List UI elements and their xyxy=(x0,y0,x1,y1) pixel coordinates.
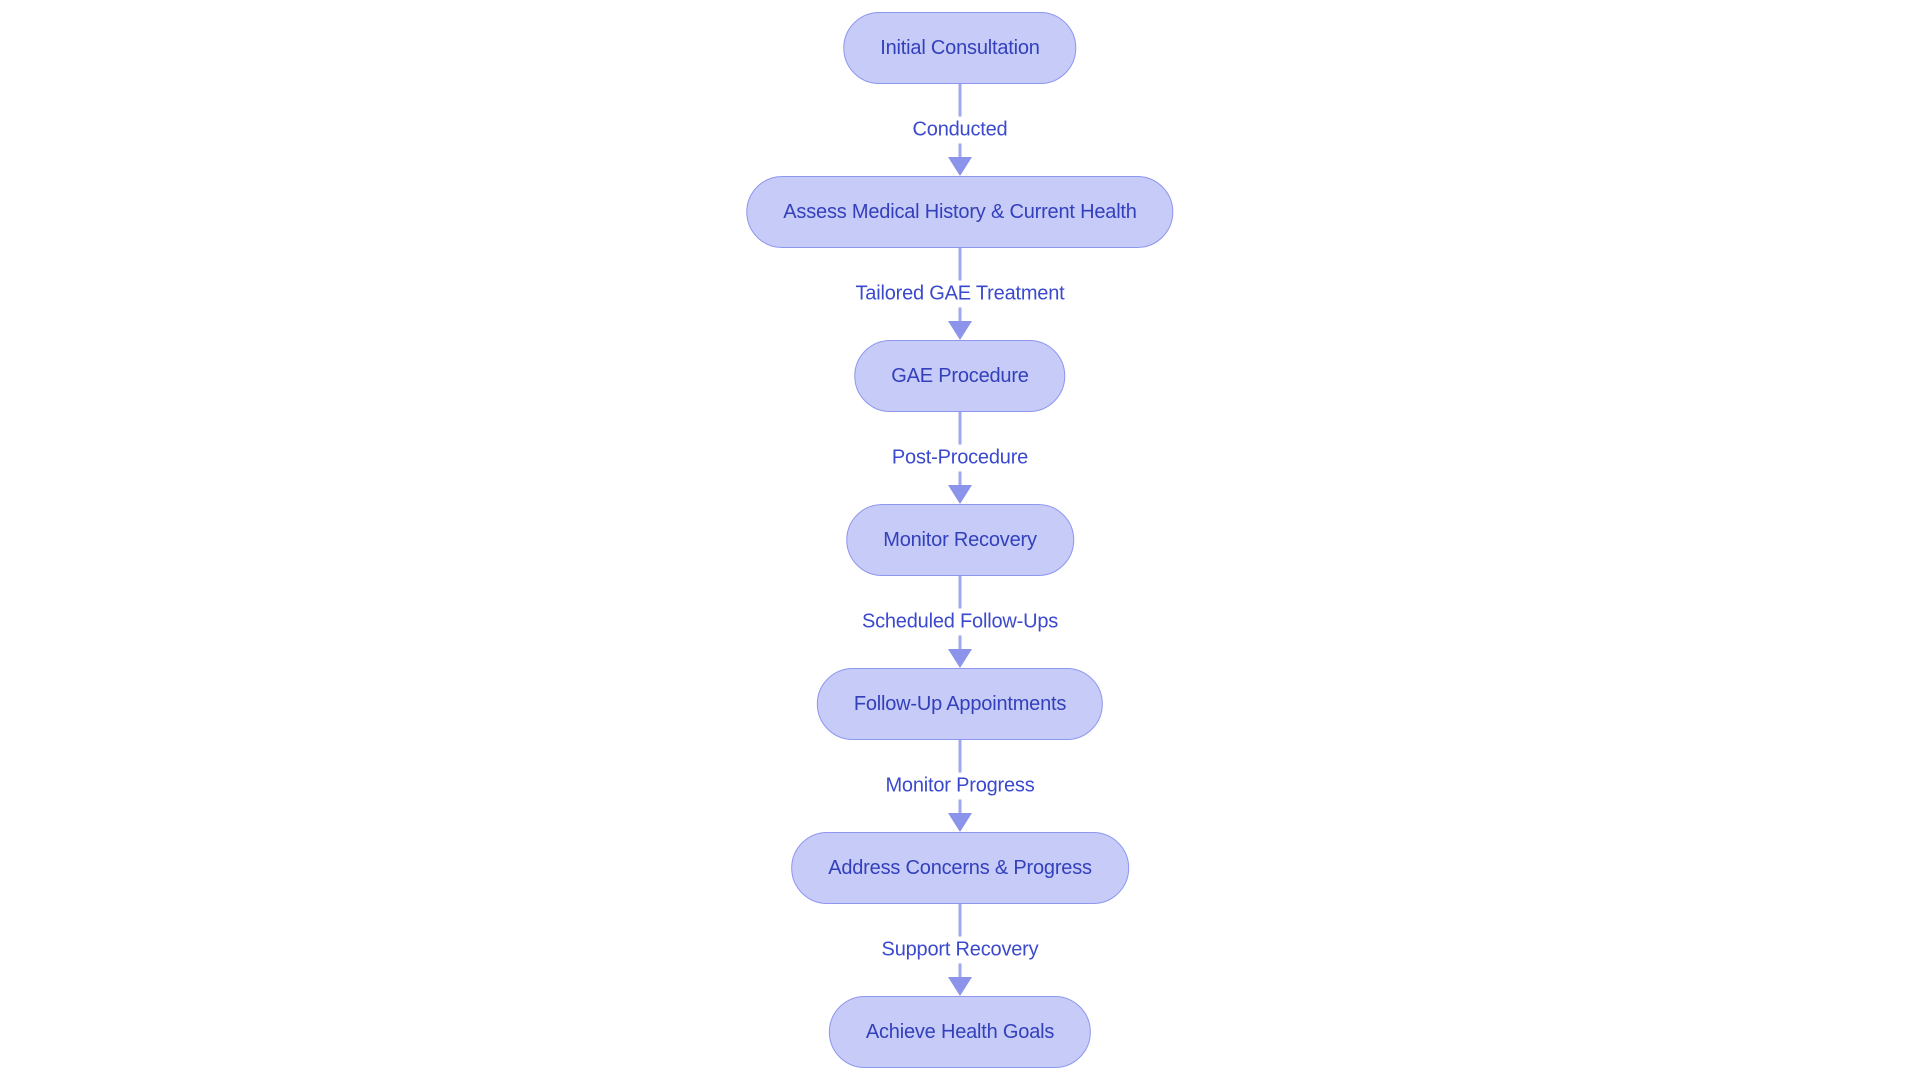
edge-label: Scheduled Follow-Ups xyxy=(852,608,1068,636)
node-label: Achieve Health Goals xyxy=(865,1020,1055,1043)
edge-conducted: Conducted xyxy=(800,84,1120,176)
edge-monitor-progress: Monitor Progress xyxy=(800,740,1120,832)
arrow-down-icon xyxy=(948,977,972,996)
arrow-down-icon xyxy=(948,813,972,832)
node-label: Monitor Recovery xyxy=(883,528,1037,551)
edge-label: Post-Procedure xyxy=(882,444,1038,472)
edge-label: Monitor Progress xyxy=(876,772,1044,800)
node-assess-medical-history: Assess Medical History & Current Health xyxy=(746,176,1174,248)
node-label: GAE Procedure xyxy=(891,364,1029,387)
arrow-down-icon xyxy=(948,485,972,504)
node-achieve-health-goals: Achieve Health Goals xyxy=(828,996,1092,1068)
node-label: Assess Medical History & Current Health xyxy=(783,200,1137,223)
edge-tailored-gae-treatment: Tailored GAE Treatment xyxy=(800,248,1120,340)
arrow-down-icon xyxy=(948,321,972,340)
arrow-down-icon xyxy=(948,157,972,176)
node-address-concerns-progress: Address Concerns & Progress xyxy=(791,832,1129,904)
edge-label: Conducted xyxy=(903,116,1017,144)
node-initial-consultation: Initial Consultation xyxy=(843,12,1077,84)
edge-post-procedure: Post-Procedure xyxy=(800,412,1120,504)
edge-support-recovery: Support Recovery xyxy=(800,904,1120,996)
edge-scheduled-follow-ups: Scheduled Follow-Ups xyxy=(800,576,1120,668)
node-label: Address Concerns & Progress xyxy=(828,856,1092,879)
arrow-down-icon xyxy=(948,649,972,668)
edge-label: Support Recovery xyxy=(872,936,1048,964)
edge-label: Tailored GAE Treatment xyxy=(846,280,1074,308)
node-monitor-recovery: Monitor Recovery xyxy=(846,504,1074,576)
node-follow-up-appointments: Follow-Up Appointments xyxy=(816,668,1104,740)
node-label: Follow-Up Appointments xyxy=(853,692,1067,715)
node-label: Initial Consultation xyxy=(880,36,1040,59)
node-gae-procedure: GAE Procedure xyxy=(854,340,1066,412)
